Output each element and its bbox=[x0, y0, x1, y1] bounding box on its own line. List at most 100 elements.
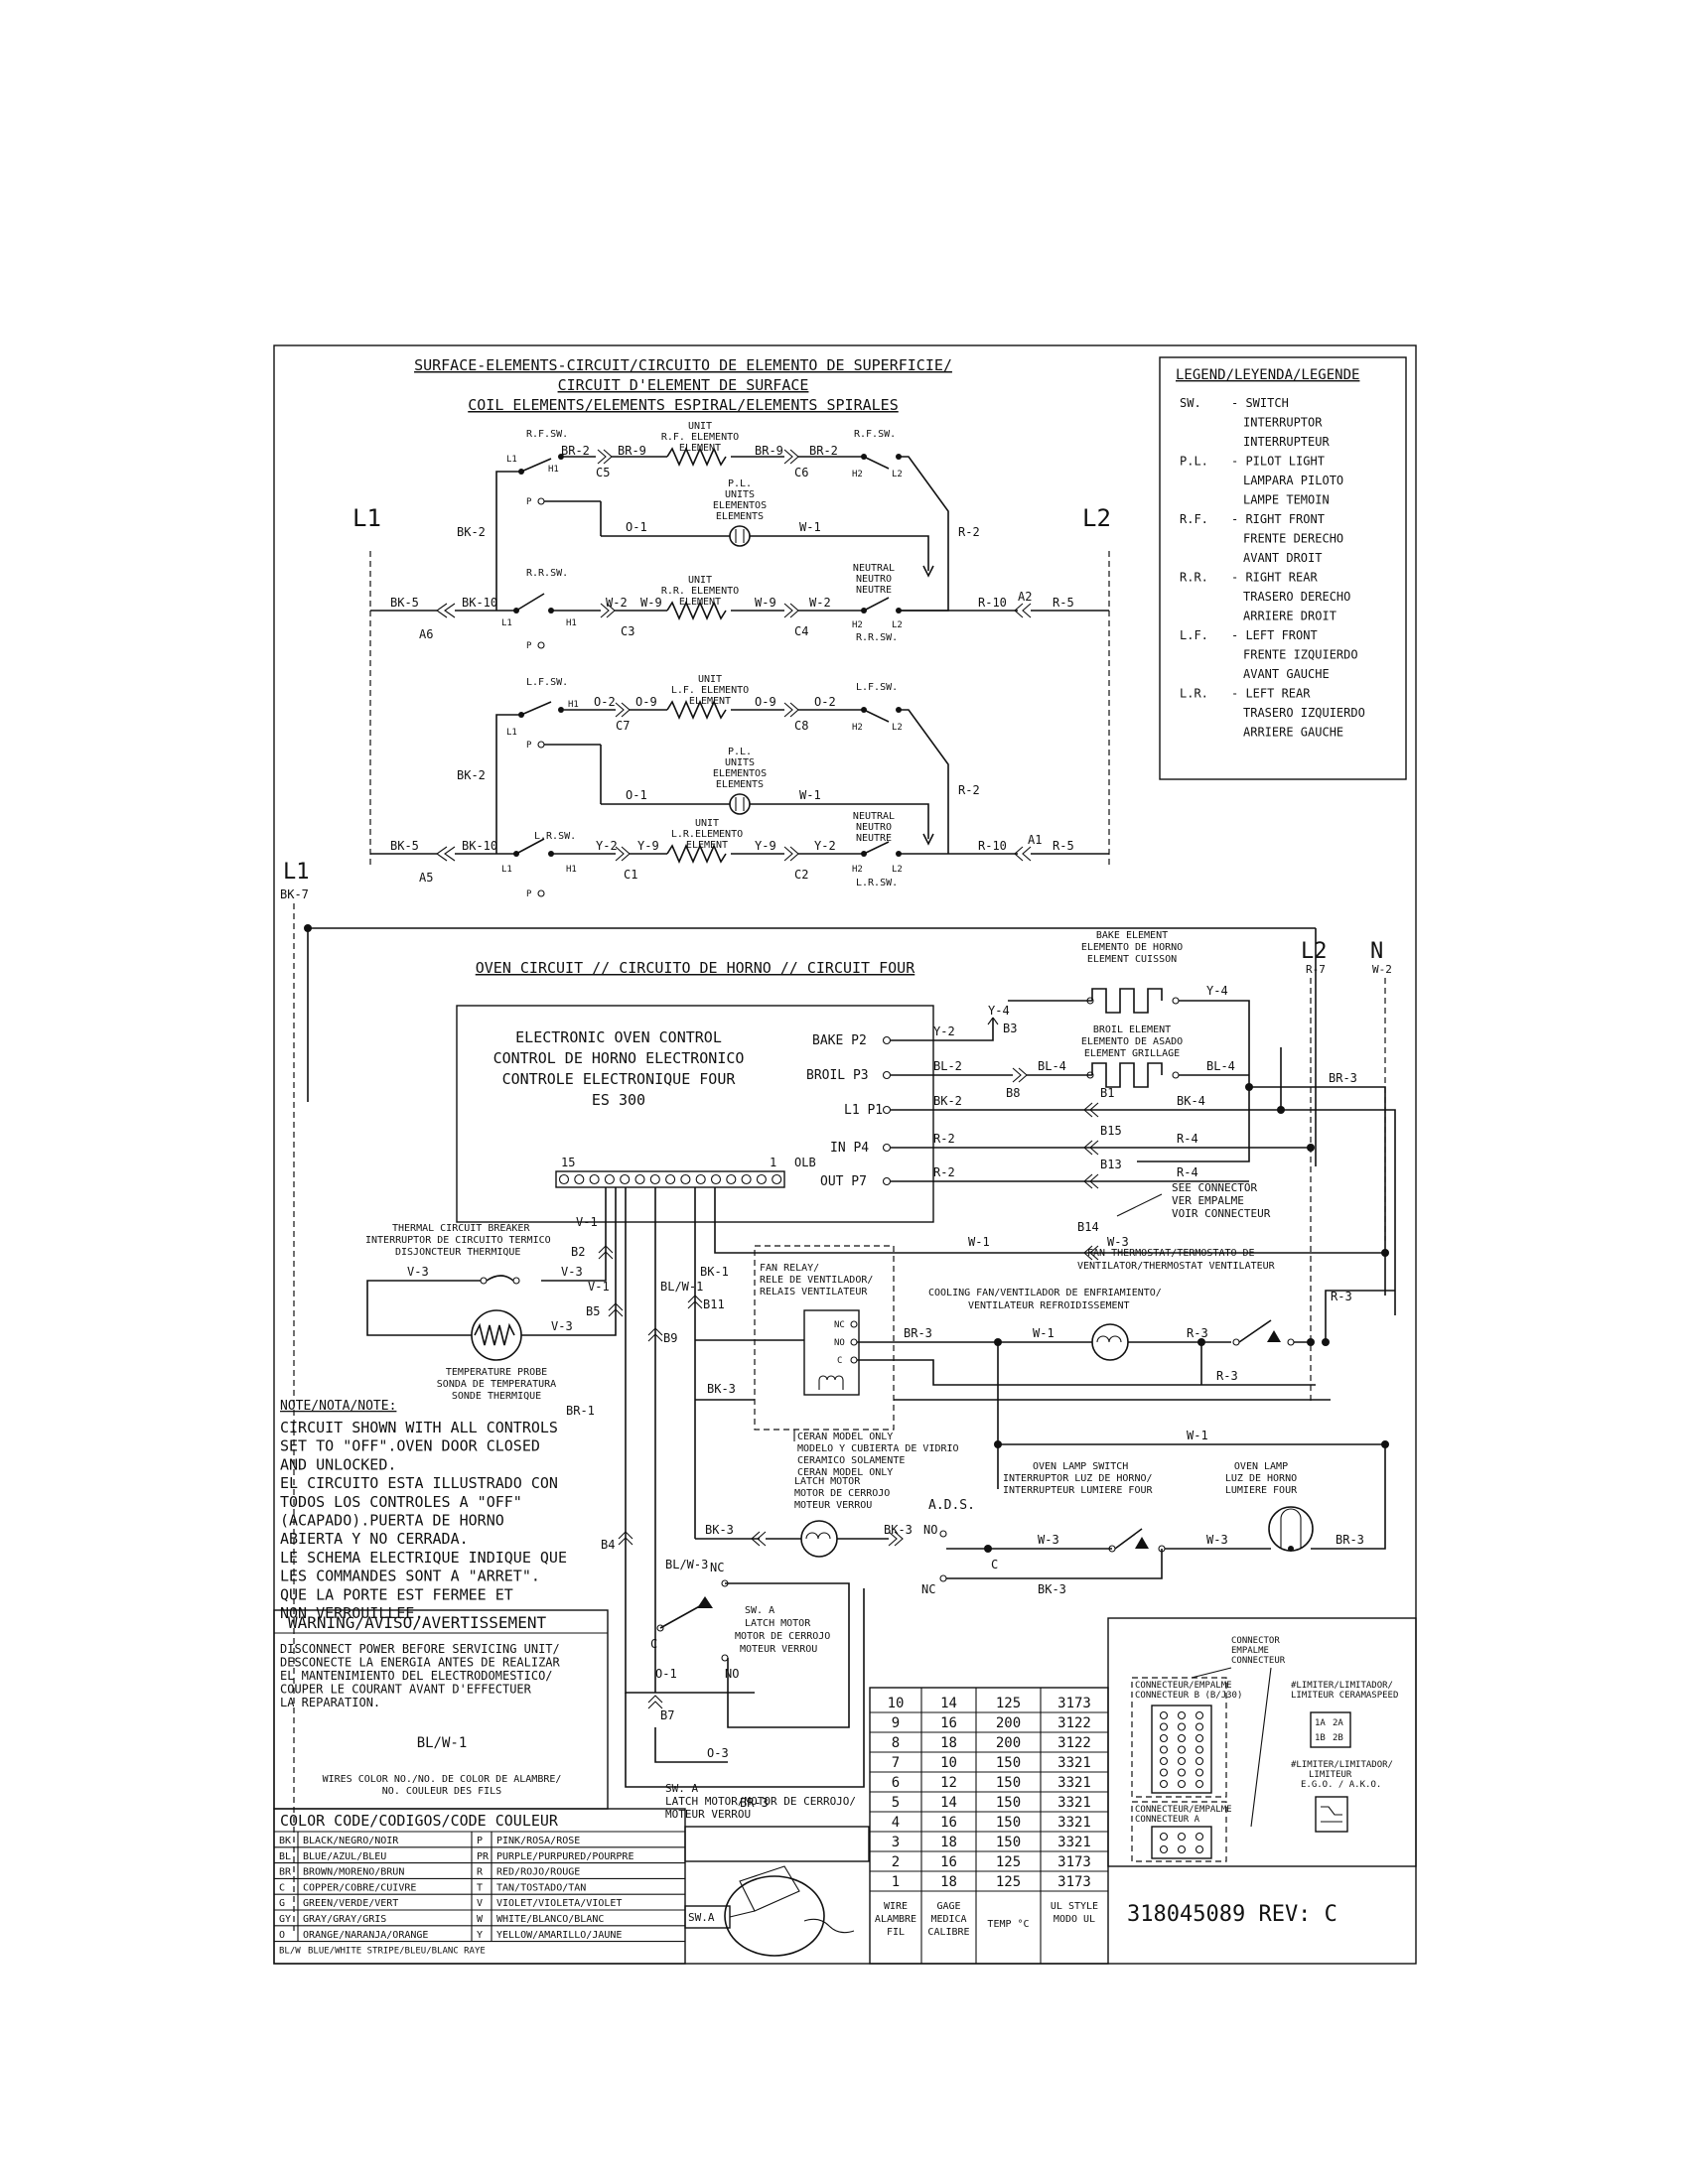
wire-y9-b: Y-9 bbox=[755, 839, 776, 853]
swa-detail-2: LATCH MOTOR/MOTOR DE CERROJO/ bbox=[665, 1795, 856, 1808]
wire-oven-r3-c: R-3 bbox=[1331, 1290, 1352, 1303]
wire-table-cell: 16 bbox=[940, 1815, 957, 1831]
lim-pin-2b: 2B bbox=[1333, 1733, 1343, 1743]
tcb-label-2: INTERRUPTOR DE CIRCUITO TERMICO bbox=[365, 1235, 551, 1246]
wires-note-1: WIRES COLOR NO./NO. DE COLOR DE ALAMBRE/ bbox=[323, 1774, 562, 1785]
fan-relay-1: FAN RELAY/ bbox=[760, 1263, 819, 1274]
wire-table-header: MEDICA bbox=[930, 1914, 966, 1925]
tcb-label-3: DISJONCTEUR THERMIQUE bbox=[395, 1247, 520, 1258]
wire-table-header: TEMP °C bbox=[987, 1919, 1029, 1930]
color-code-name: BLUE/WHITE STRIPE/BLEU/BLANC RAYE bbox=[308, 1947, 486, 1957]
conn-a-2: CONNECTEUR A bbox=[1135, 1815, 1200, 1825]
surface-elements-circuit: SURFACE-ELEMENTS-CIRCUIT/CIRCUITO DE ELE… bbox=[352, 356, 1111, 899]
neutral-2: NEUTRO bbox=[856, 574, 892, 585]
wire-oven-bk2: BK-2 bbox=[933, 1094, 962, 1108]
lf-elem-1: UNIT bbox=[698, 674, 722, 685]
sw-l2-b: L2 bbox=[892, 620, 903, 630]
connector-pin bbox=[665, 1173, 676, 1185]
conn-c6: C6 bbox=[794, 466, 808, 479]
wire-oven-br3-c: BR-3 bbox=[1336, 1533, 1364, 1547]
swa-4: MOTEUR VERROU bbox=[740, 1644, 817, 1655]
connector-b-pin bbox=[1159, 1756, 1169, 1766]
wire-v1-a: V-1 bbox=[576, 1215, 598, 1229]
fan-relay-2: RELE DE VENTILADOR/ bbox=[760, 1275, 873, 1286]
conn-title-3: CONNECTEUR bbox=[1231, 1656, 1286, 1666]
sw-l2-c: L2 bbox=[892, 723, 903, 733]
note-line: ABIERTA Y NO CERRADA. bbox=[280, 1530, 469, 1548]
limiter2-2: LIMITEUR bbox=[1309, 1770, 1352, 1780]
conn-c2: C2 bbox=[794, 868, 808, 882]
connector-pin bbox=[649, 1173, 660, 1185]
note-line: CIRCUIT SHOWN WITH ALL CONTROLS bbox=[280, 1419, 558, 1436]
see-conn-1: SEE CONNECTOR bbox=[1172, 1181, 1257, 1194]
conn-b13: B13 bbox=[1100, 1158, 1122, 1171]
conn-a1: A1 bbox=[1028, 833, 1042, 847]
legend-line: FRENTE DERECHO bbox=[1243, 532, 1343, 546]
wire-bk1: BK-1 bbox=[700, 1265, 729, 1279]
color-code-name: PURPLE/PURPURED/POURPRE bbox=[496, 1851, 633, 1862]
see-conn-2: VER EMPALME bbox=[1172, 1194, 1244, 1207]
legend-abbr: L.R. bbox=[1180, 687, 1208, 701]
color-code-abbr: BR bbox=[279, 1867, 292, 1878]
color-code-abbr: V bbox=[477, 1898, 483, 1909]
wire-y2-b: Y-2 bbox=[814, 839, 836, 853]
wire-table-cell: 150 bbox=[996, 1795, 1021, 1811]
legend-line: - RIGHT FRONT bbox=[1231, 512, 1325, 526]
wire-y2: Y-2 bbox=[596, 839, 618, 853]
broil-elem-3: ELEMENT GRILLAGE bbox=[1084, 1048, 1180, 1059]
rr-elem-1: UNIT bbox=[688, 575, 712, 586]
note-line: (ACAPADO).PUERTA DE HORNO bbox=[280, 1512, 504, 1530]
connector-b-pin bbox=[1159, 1710, 1169, 1720]
bake-elem-1: BAKE ELEMENT bbox=[1096, 930, 1168, 941]
rf-elem-2: R.F. ELEMENTO bbox=[661, 432, 739, 443]
neutral-3: NEUTRE bbox=[856, 585, 892, 596]
wire-br3-bottom: BR-3 bbox=[740, 1796, 769, 1810]
pin-broil: BROIL P3 bbox=[806, 1068, 869, 1083]
wire-bk10-top: BK-10 bbox=[462, 596, 497, 610]
wire-table-cell: 5 bbox=[892, 1795, 900, 1811]
wire-y9: Y-9 bbox=[637, 839, 659, 853]
swa-detail-1: SW. A bbox=[665, 1782, 698, 1795]
connector-b-pin bbox=[1159, 1722, 1169, 1731]
connector-pin bbox=[741, 1173, 752, 1185]
connector-pin bbox=[604, 1173, 615, 1185]
note-line: LE SCHEMA ELECTRIQUE INDIQUE QUE bbox=[280, 1549, 567, 1567]
color-code-name: TAN/TOSTADO/TAN bbox=[496, 1882, 586, 1893]
connector-b-pin bbox=[1177, 1722, 1187, 1731]
l1-lower-label: L1 bbox=[283, 860, 310, 885]
wire-table-cell: 1 bbox=[892, 1874, 900, 1890]
ceran-1: CERAN MODEL ONLY bbox=[797, 1432, 893, 1442]
wire-oven-w1-c: W-1 bbox=[1187, 1429, 1208, 1442]
swa-detail-3: MOTEUR VERROU bbox=[665, 1808, 751, 1821]
wire-w1-bot: W-1 bbox=[799, 788, 821, 802]
wire-table-header: ALAMBRE bbox=[875, 1914, 916, 1925]
wire-bk3-b: BK-3 bbox=[705, 1523, 734, 1537]
connector-a-pin bbox=[1177, 1832, 1187, 1842]
wire-table-header: MODO UL bbox=[1054, 1914, 1095, 1925]
wire-blw1: BL/W-1 bbox=[660, 1280, 703, 1294]
conn-a-1: CONNECTEUR/EMPALME bbox=[1135, 1805, 1232, 1815]
connector-b-pin bbox=[1177, 1756, 1187, 1766]
conn-a6: A6 bbox=[419, 627, 433, 641]
wire-o2-b: O-2 bbox=[814, 695, 836, 709]
lf-elem-2: L.F. ELEMENTO bbox=[671, 685, 749, 696]
sw-h1: H1 bbox=[548, 465, 559, 475]
pl-2: UNITS bbox=[725, 489, 755, 500]
wire-bk10-bot: BK-10 bbox=[462, 839, 497, 853]
broil-elem-1: BROIL ELEMENT bbox=[1093, 1024, 1171, 1035]
wire-table-cell: 150 bbox=[996, 1835, 1021, 1850]
conn-c1: C1 bbox=[624, 868, 637, 882]
color-code-abbr: P bbox=[477, 1836, 483, 1846]
rf-switch-label: R.F.SW. bbox=[526, 429, 568, 440]
connector-b-pin bbox=[1159, 1745, 1169, 1754]
color-code-abbr: BL/W bbox=[279, 1947, 301, 1957]
wire-table-cell: 3122 bbox=[1057, 1735, 1091, 1751]
legend-abbr: SW. bbox=[1180, 396, 1201, 410]
wire-bk3-d: BK-3 bbox=[1038, 1582, 1066, 1596]
connector-a-pin bbox=[1177, 1844, 1187, 1854]
color-code-name: VIOLET/VIOLETA/VIOLET bbox=[496, 1898, 622, 1909]
connector-pin bbox=[620, 1173, 631, 1185]
surface-title-2: CIRCUIT D'ELEMENT DE SURFACE bbox=[558, 376, 809, 394]
pl2-3: ELEMENTOS bbox=[713, 768, 767, 779]
